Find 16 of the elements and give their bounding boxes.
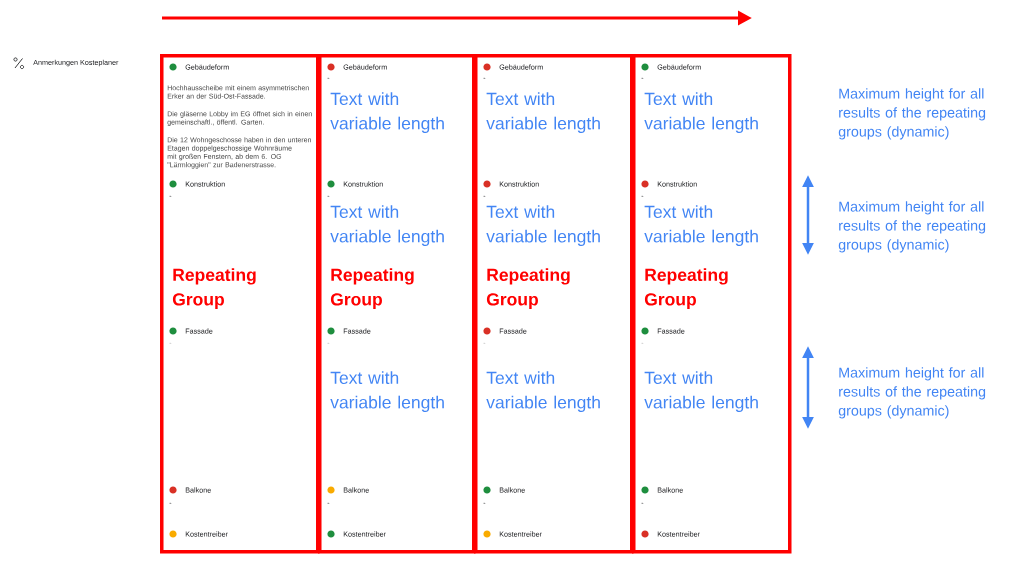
annotation-text: Text with variable length bbox=[644, 205, 758, 246]
annotation-text: Text with variable length bbox=[486, 205, 600, 246]
annotation-text: Text with variable length bbox=[644, 371, 758, 412]
group-title: Repeating Group bbox=[486, 268, 570, 309]
annotation-text: Text with variable length bbox=[486, 371, 600, 412]
annotation-text: Text with variable length bbox=[644, 92, 758, 133]
annotation-text: Maximum height for all results of the repeating groups (dynamic) bbox=[838, 367, 986, 419]
annotation-text: Maximum height for all results of the repeating groups (dynamic) bbox=[838, 88, 986, 140]
group-title: Repeating Group bbox=[330, 268, 414, 309]
annotation-text: Text with variable length bbox=[330, 371, 444, 412]
group-title: Repeating Group bbox=[172, 268, 256, 309]
annotation-text: Maximum height for all results of the repeating groups (dynamic) bbox=[838, 201, 986, 253]
group-title: Repeating Group bbox=[644, 268, 728, 309]
annotation-text: Text with variable length bbox=[330, 92, 444, 133]
annotation-text: Text with variable length bbox=[330, 205, 444, 246]
annotation-text: Text with variable length bbox=[486, 92, 600, 133]
